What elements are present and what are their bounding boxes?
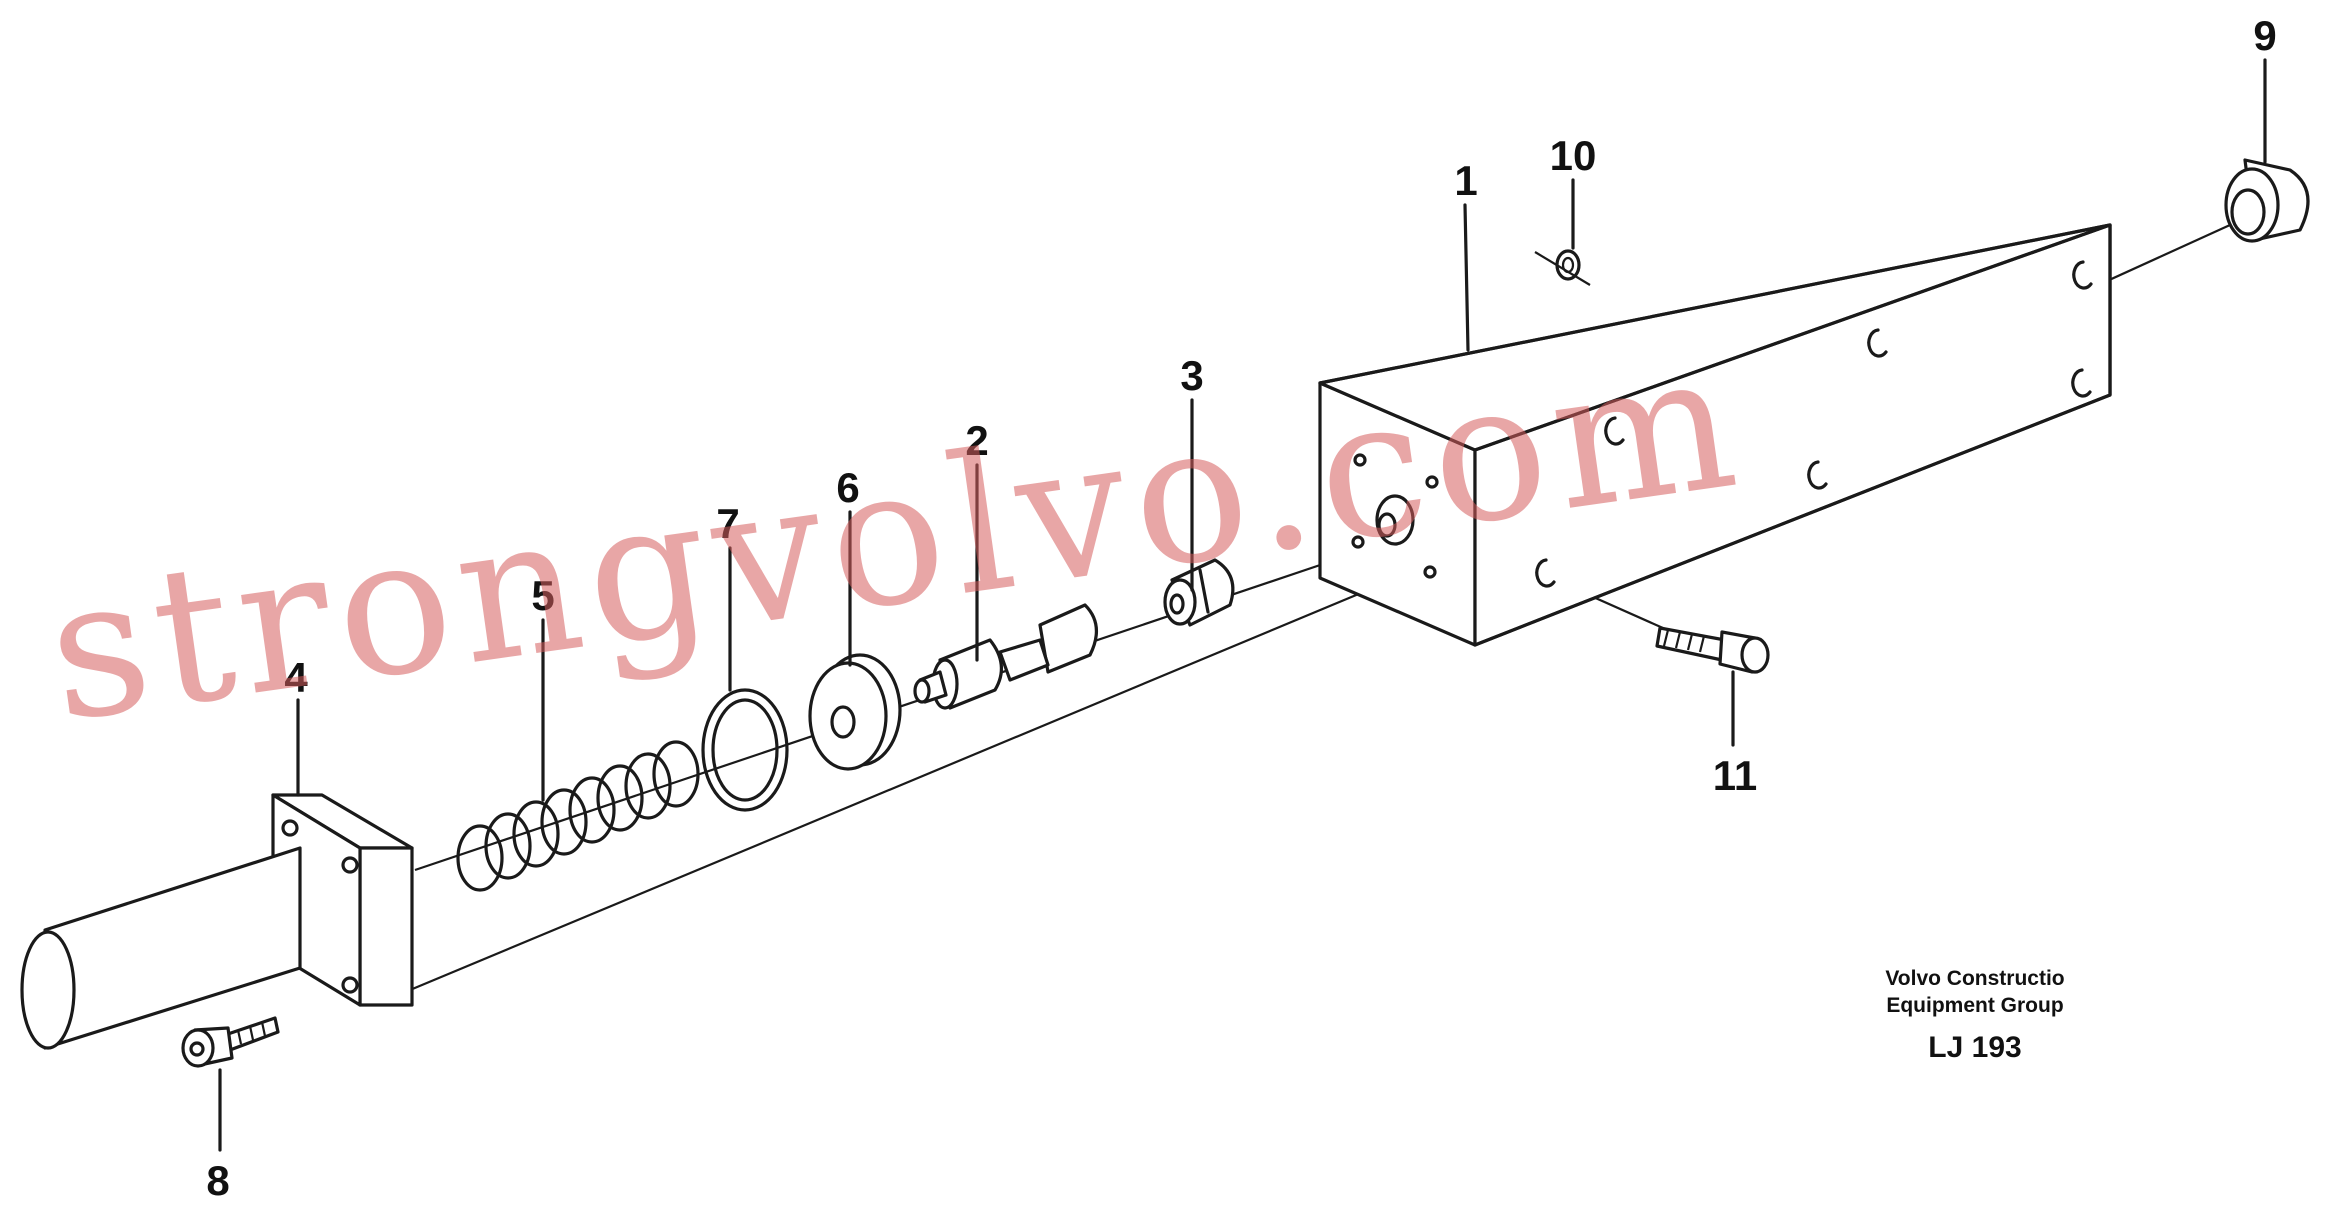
spring-coil [568, 776, 616, 844]
leader-lines [218, 58, 2267, 1152]
large-o-ring-outer [701, 688, 789, 812]
disc-hole [830, 705, 856, 739]
housing-edge [1473, 223, 2112, 452]
callout-6: 6 [836, 464, 859, 511]
spring-coil [456, 824, 504, 892]
spring-coil [596, 764, 644, 832]
housing-port [2072, 260, 2093, 290]
housing-port [2071, 368, 2092, 398]
housing-hole [1425, 475, 1439, 489]
callout-4: 4 [284, 654, 308, 701]
plug [2224, 158, 2310, 243]
callout-3: 3 [1180, 352, 1203, 399]
drawing-credit: Volvo Constructio Equipment Group LJ 193 [1885, 967, 2064, 1064]
housing-hole [1423, 565, 1437, 579]
small-o-ring [1555, 249, 1581, 281]
callout-7: 7 [716, 500, 739, 547]
seat-bore [1169, 593, 1185, 615]
spring-coil [652, 740, 700, 808]
small-o-ring-inner [1561, 256, 1575, 274]
cover-end-cap [20, 930, 76, 1050]
cover-hole [341, 856, 359, 874]
housing-port [1867, 328, 1888, 358]
large-o-ring-inner [711, 698, 779, 802]
screw [1655, 626, 1770, 674]
seat-groove [1198, 568, 1210, 614]
valve-housing [1318, 223, 2112, 647]
spool-neck [998, 638, 1050, 682]
bolt-socket [189, 1041, 205, 1057]
housing-port [1807, 460, 1828, 490]
screw-thread [1662, 629, 1706, 653]
brand-line-1: Volvo Constructio [1885, 967, 2064, 990]
small-o-ring-outer [1555, 249, 1581, 281]
callout-5: 5 [531, 572, 554, 619]
lower-axis-line [409, 558, 1441, 992]
callout-8: 8 [206, 1157, 229, 1204]
callout-9: 9 [2253, 12, 2276, 59]
spool-pin-face [913, 678, 931, 704]
spool-land-right [1038, 603, 1098, 674]
callout-10: 10 [1550, 132, 1597, 179]
drawing-code: LJ 193 [1928, 1031, 2021, 1064]
callout-2: 2 [965, 417, 988, 464]
housing-hole [1353, 453, 1367, 467]
cover-flange-side [358, 846, 414, 1007]
spring-coil [624, 752, 672, 820]
valve-seat [1163, 558, 1235, 627]
spring [456, 740, 700, 892]
disc-front [808, 661, 888, 771]
housing-bore-inner [1377, 512, 1397, 538]
bolt [181, 1016, 280, 1068]
bolt-head-face [181, 1028, 215, 1068]
spring-coil [540, 788, 588, 856]
housing-hole [1351, 535, 1365, 549]
screw-head-face [1740, 636, 1770, 674]
valve-spool [913, 603, 1098, 710]
callout-1: 1 [1454, 157, 1477, 204]
callout-labels: 1 2 3 4 5 6 7 8 9 10 11 [206, 12, 2276, 1204]
callout-11: 11 [1713, 752, 1757, 799]
housing-bore [1375, 494, 1415, 546]
cover-hole [341, 976, 359, 994]
housing-outline [1318, 223, 2112, 647]
brand-line-2: Equipment Group [1886, 994, 2063, 1017]
spring-coil [512, 800, 560, 868]
bolt-thread [236, 1021, 267, 1045]
housing-port [1535, 558, 1556, 588]
large-o-ring [701, 688, 789, 812]
plug-thread [2230, 188, 2266, 236]
seat-face [1163, 578, 1197, 626]
disc [808, 653, 902, 771]
plug-face [2224, 167, 2280, 243]
housing-port [1604, 416, 1625, 446]
leader-1 [1463, 203, 1470, 352]
cover [20, 793, 414, 1050]
cover-barrel [43, 846, 302, 1050]
cover-hole [281, 819, 299, 837]
spring-coil [484, 812, 532, 880]
